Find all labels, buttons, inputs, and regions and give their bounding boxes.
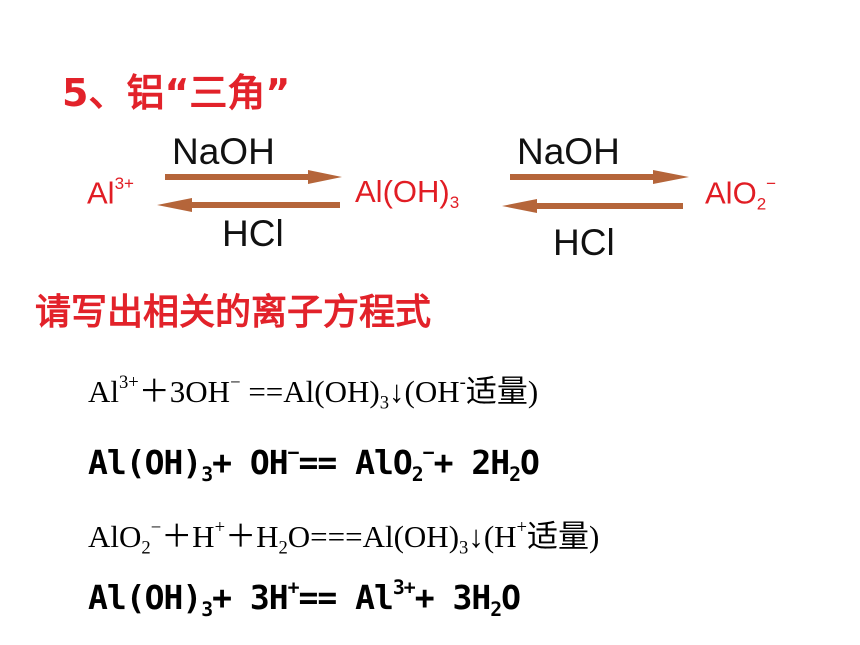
equation-1: Al3+＋3OH− ==Al(OH)3↓(OH-适量) (88, 372, 539, 414)
equation-4: Al(OH)3+ 3H+== Al3++ 3H2O (88, 576, 521, 621)
slide-title: 5、铝“三角” (62, 71, 291, 115)
arrow-left-1 (157, 198, 340, 212)
arrow-right-1 (165, 170, 342, 184)
arrow-right-2 (510, 170, 689, 184)
arrow-left-1-shaft (180, 202, 340, 208)
reagent-hcl-1: HCl (222, 213, 284, 254)
arrow-right-2-shaft (510, 174, 665, 180)
species-aluminate: AlO2− (705, 174, 777, 214)
section-heading: 请写出相关的离子方程式 (35, 292, 432, 333)
arrow-left-2-shaft (525, 203, 683, 209)
equation-2: Al(OH)3+ OH−== AlO2−+ 2H2O (88, 441, 540, 486)
arrow-left-1-head (157, 198, 192, 212)
species-al3plus: Al3+ (87, 174, 134, 211)
arrow-right-2-head (653, 170, 689, 184)
arrow-right-1-shaft (165, 174, 320, 180)
arrow-right-1-head (308, 170, 342, 184)
equation-3: AlO2−＋H+＋H2O===Al(OH)3↓(H+适量) (88, 517, 600, 559)
reagent-naoh-2: NaOH (517, 131, 620, 172)
species-aluminium-hydroxide: Al(OH)3 (355, 174, 460, 212)
arrow-left-2-head (502, 199, 537, 213)
reagent-naoh-1: NaOH (172, 131, 275, 172)
arrow-left-2 (502, 199, 683, 213)
reagent-hcl-2: HCl (553, 222, 615, 263)
